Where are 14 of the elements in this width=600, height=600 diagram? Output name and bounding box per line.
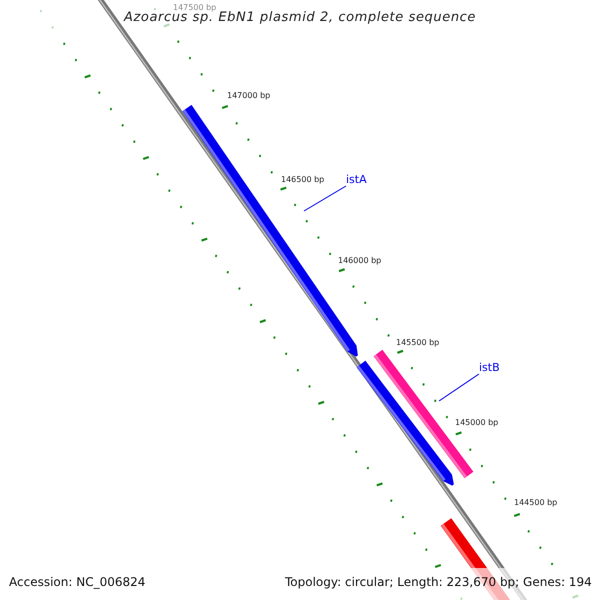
tick-label: 145500 bp [396,338,440,347]
gene-label: istB [479,362,500,374]
title: Azoarcus sp. EbN1 plasmid 2, complete sequence [122,10,478,25]
accession-note: Accession: NC_006824 [9,575,146,589]
tick-label: 146500 bp [281,175,324,184]
tick-label: 146000 bp [338,256,382,265]
tick-label: 144500 bp [514,498,558,507]
leader-line [438,374,480,402]
leader-line [304,186,346,212]
gene-label: istA [346,174,367,186]
tick-label: 147000 bp [227,91,270,100]
summary-note: Topology: circular; Length: 223,670 bp; Genes: 194 [285,575,592,589]
tick-label: 147500 bp [173,3,216,12]
tick-label: 145000 bp [455,418,498,427]
